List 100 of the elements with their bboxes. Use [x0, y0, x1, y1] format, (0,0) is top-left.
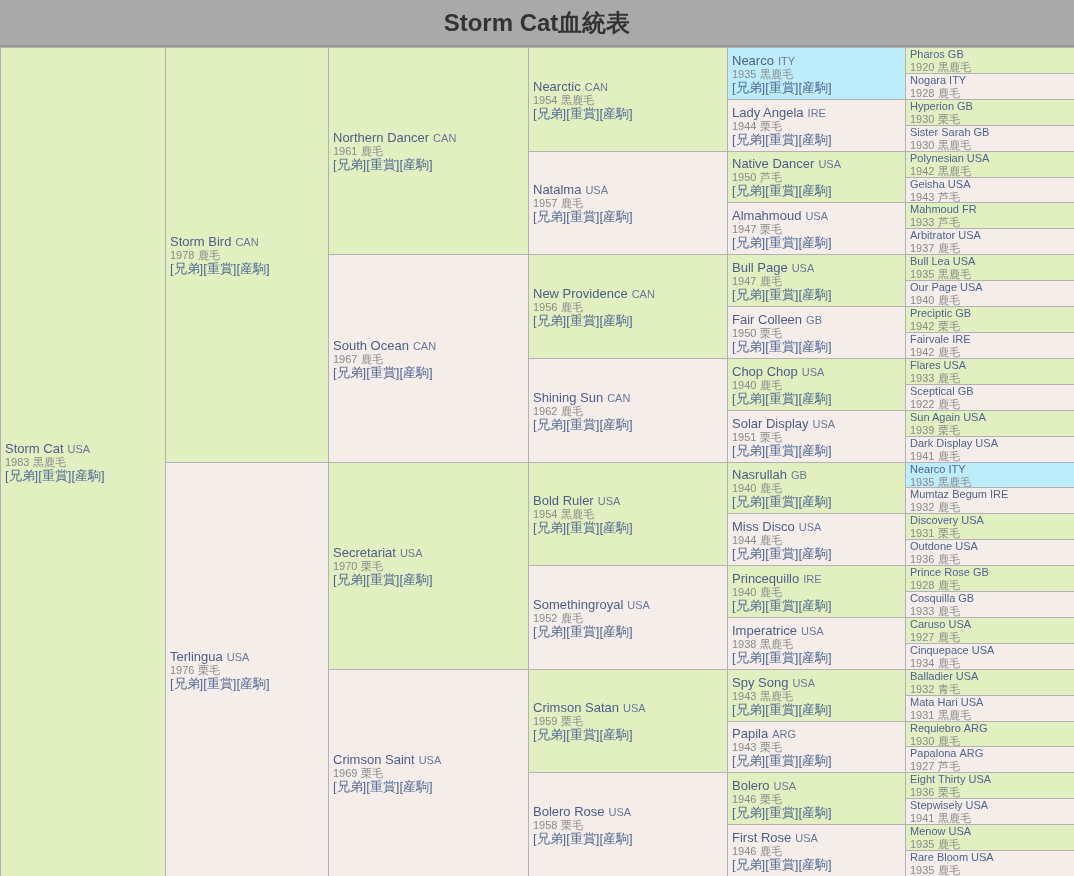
- pedigree-cell: [905, 617, 1074, 644]
- pedigree-cell: [905, 721, 1074, 747]
- birth-year-coat: 1927 鹿毛: [910, 631, 960, 643]
- horse-name: Mata Hari: [910, 696, 958, 709]
- text-link: [兄弟]: [333, 779, 367, 794]
- birth-year-coat: 1927 芦毛: [910, 760, 960, 772]
- country-code: USA: [952, 255, 976, 268]
- birth-year-coat: 1967 鹿毛: [333, 353, 383, 365]
- birth-year-coat: 1983 黒鹿毛: [5, 457, 66, 468]
- country-code: CAN: [433, 131, 457, 146]
- country-code: USA: [792, 675, 815, 689]
- birth-year-coat: 1952 鹿毛: [533, 612, 583, 624]
- text-link: [重賞]: [366, 572, 400, 587]
- text-link: [重賞]: [566, 520, 600, 535]
- pedigree-cell: [727, 513, 906, 566]
- birth-year-coat: 1933 鹿毛: [910, 372, 960, 384]
- country-code: ITY: [948, 463, 966, 476]
- birth-year-coat: 1950 栗毛: [732, 327, 782, 339]
- horse-name: Crimson Satan: [533, 700, 619, 715]
- birth-year-coat: 1928 鹿毛: [910, 579, 960, 591]
- pedigree-cell: [528, 669, 728, 773]
- pedigree-cell: [328, 254, 529, 463]
- pedigree-cell: [905, 73, 1074, 100]
- horse-name: Chop Chop: [732, 363, 798, 379]
- text-link: [兄弟]: [333, 157, 367, 172]
- birth-year-coat: 1936 鹿毛: [910, 553, 960, 565]
- horse-name: Spy Song: [732, 674, 789, 690]
- text-link: [重賞]: [203, 675, 237, 691]
- birth-year-coat: 1936 栗毛: [910, 786, 960, 798]
- pedigree-cell: [905, 798, 1074, 825]
- horse-name: Dark Display: [910, 437, 973, 450]
- horse-name: Prince Rose: [910, 566, 970, 579]
- text-link: [産駒]: [798, 545, 832, 561]
- pedigree-cell: [905, 513, 1074, 540]
- pedigree-cell: [727, 358, 906, 411]
- text-link: [産駒]: [399, 779, 433, 794]
- pedigree-cell: [328, 47, 529, 255]
- pedigree-cell: [905, 125, 1074, 152]
- birth-year-coat: 1943 栗毛: [732, 742, 782, 753]
- horse-name: Flares: [910, 359, 941, 372]
- horse-name: Mumtaz Begum: [910, 488, 988, 501]
- country-code: IRE: [952, 333, 971, 346]
- pedigree-cell: [727, 151, 906, 203]
- text-link: [産駒]: [798, 131, 832, 147]
- country-code: GB: [973, 126, 990, 139]
- country-code: GB: [806, 312, 822, 328]
- country-code: FR: [961, 203, 977, 216]
- horse-name: South Ocean: [333, 337, 409, 353]
- country-code: USA: [961, 514, 984, 527]
- country-code: GB: [972, 566, 989, 579]
- text-link: [重賞]: [765, 234, 799, 250]
- country-code: ARG: [772, 727, 796, 742]
- horse-name: Polynesian: [910, 152, 964, 165]
- pedigree-cell: [528, 358, 728, 463]
- horse-name: Outdone: [910, 540, 953, 553]
- text-link: [重賞]: [765, 131, 799, 147]
- country-code: GB: [790, 468, 807, 483]
- birth-year-coat: 1943 芦毛: [910, 190, 960, 202]
- birth-year-coat: 1935 黒鹿毛: [910, 475, 971, 487]
- country-code: USA: [805, 208, 828, 224]
- horse-name: Our Page: [910, 281, 958, 294]
- text-link: [重賞]: [765, 804, 799, 820]
- text-link: [産駒]: [798, 649, 832, 665]
- horse-name: First Rose: [732, 829, 792, 845]
- text-link: [産駒]: [798, 286, 832, 302]
- horse-name: Sceptical: [910, 385, 955, 398]
- text-link: [兄弟]: [732, 234, 766, 250]
- country-code: USA: [795, 830, 818, 846]
- country-code: GB: [957, 385, 974, 398]
- pedigree-cell: [727, 410, 906, 463]
- pedigree-cell: [905, 306, 1074, 333]
- text-link: [重賞]: [765, 753, 799, 768]
- text-link: [重賞]: [566, 727, 600, 742]
- birth-year-coat: 1942 鹿毛: [910, 346, 960, 358]
- horse-name: Balladier: [910, 670, 953, 683]
- text-link: [兄弟]: [732, 390, 766, 406]
- text-link: [重賞]: [765, 856, 799, 872]
- country-code: USA: [971, 851, 994, 864]
- text-link: [兄弟]: [5, 468, 39, 483]
- country-code: USA: [812, 416, 836, 432]
- text-link: [兄弟]: [732, 79, 766, 95]
- text-link: [産駒]: [798, 804, 832, 820]
- horse-name: Northern Dancer: [333, 130, 430, 145]
- country-code: USA: [818, 157, 841, 172]
- country-code: USA: [948, 618, 972, 631]
- text-link: [兄弟]: [533, 830, 567, 846]
- pedigree-cell: [905, 695, 1074, 722]
- text-link: [重賞]: [765, 79, 799, 95]
- birth-year-coat: 1970 栗毛: [333, 561, 383, 572]
- horse-name: Caruso: [910, 618, 946, 631]
- country-code: CAN: [631, 286, 655, 302]
- horse-name: Bull Lea: [910, 255, 950, 268]
- country-code: USA: [968, 773, 992, 786]
- pedigree-cell: [905, 358, 1074, 385]
- pedigree-cell: [727, 772, 906, 825]
- birth-year-coat: 1935 黒鹿毛: [732, 68, 793, 80]
- horse-name: Imperatrice: [732, 622, 798, 638]
- horse-name: Papalona: [910, 747, 957, 760]
- country-code: USA: [623, 701, 646, 716]
- country-code: USA: [947, 178, 971, 191]
